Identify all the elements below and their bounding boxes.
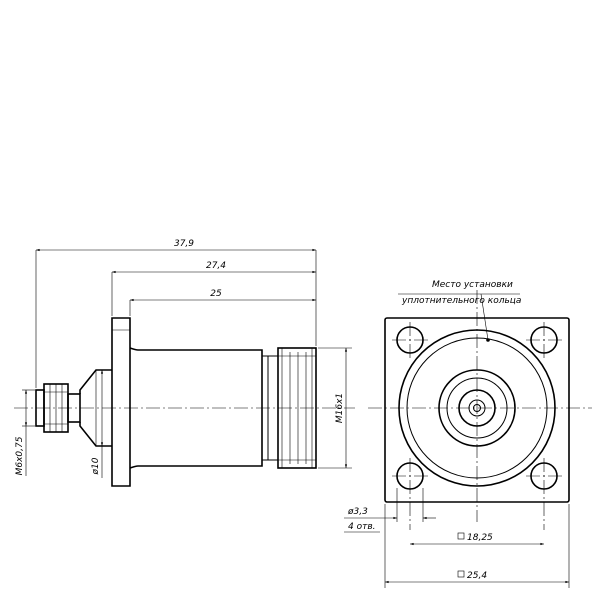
small-connector [35,383,81,433]
dim-thread-small-label: M6x0,75 [15,436,25,475]
dim-flange-size-label: 25,4 [467,571,487,581]
flange [111,317,131,487]
main-body [129,347,278,469]
square-flange [384,317,570,503]
mounting-holes [392,322,562,530]
dim-flange-size: 25,4 [384,504,570,588]
body-outer-circle [398,329,556,487]
dim-flange-to-end: 25 [129,289,317,316]
connector-outer-circle [438,369,516,447]
dim-overall-length: 37,9 [35,239,317,388]
dim-body-length: 27,4 [111,261,317,316]
side-view: 37,9 27,4 25 M16x1 M6x0,75 [14,239,355,487]
connector-mid-circle [446,377,508,439]
dim-dia-10-label: ø10 [91,457,101,475]
seal-ring-callout: Место установки уплотнительного кольца [398,280,521,342]
dim-thread-small: M6x0,75 [15,389,35,476]
cone-section [79,369,112,447]
center-pin [473,404,481,412]
dim-body-length-label: 27,4 [206,261,226,271]
dim-thread-main-label: M16x1 [335,393,345,423]
dim-hole-dia: ø3,3 4 отв. [344,488,436,533]
dim-overall-length-label: 37,9 [174,239,194,249]
callout-line-1: Место установки [432,280,513,290]
dim-flange-to-end-label: 25 [210,289,222,299]
seal-ring-circle [406,337,548,479]
dim-hole-spacing: 18,25 [409,532,544,546]
insulator-circle [458,389,496,427]
dim-thread-main: M16x1 [318,347,352,469]
dim-dia-10: ø10 [91,369,104,478]
pin-outer-circle [468,399,486,417]
dim-hole-count-label: 4 отв. [348,522,376,532]
front-view: Место установки уплотнительного кольца ø… [344,280,592,588]
callout-line-2: уплотнительного кольца [401,296,521,306]
dim-hole-dia-label: ø3,3 [347,507,368,517]
threaded-nut [277,347,317,469]
dim-hole-spacing-label: 18,25 [467,533,493,543]
